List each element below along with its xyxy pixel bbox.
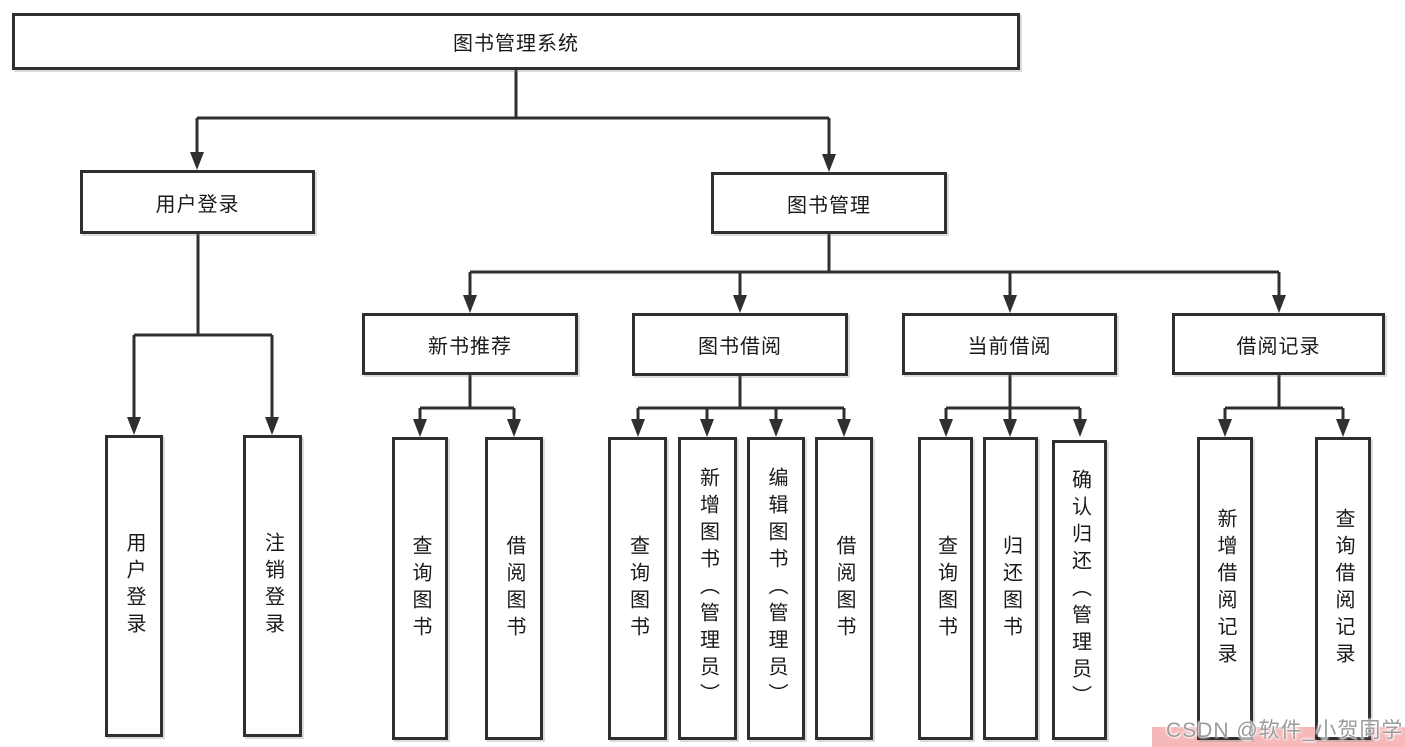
leaf-logout: 注销登录 xyxy=(243,435,302,737)
node-book-management: 图书管理 xyxy=(711,172,947,234)
leaf-edit-book-admin: 编辑图书（管理员） xyxy=(747,437,805,740)
node-user-login: 用户登录 xyxy=(80,170,315,234)
node-borrow-records: 借阅记录 xyxy=(1172,313,1385,375)
node-current-borrow: 当前借阅 xyxy=(902,313,1117,375)
leaf-borrow-book-2: 借阅图书 xyxy=(815,437,873,740)
watermark-text: CSDN @软件_小贺同学 xyxy=(1166,719,1404,742)
node-root: 图书管理系统 xyxy=(12,13,1020,70)
node-book-borrow: 图书借阅 xyxy=(632,313,848,376)
leaf-user-login: 用户登录 xyxy=(105,435,163,737)
leaf-query-book-1: 查询图书 xyxy=(392,437,448,740)
leaf-add-book-admin: 新增图书（管理员） xyxy=(678,437,737,740)
leaf-return-book: 归还图书 xyxy=(983,437,1038,740)
leaf-confirm-return-admin: 确认归还（管理员） xyxy=(1052,440,1107,740)
leaf-borrow-book-1: 借阅图书 xyxy=(485,437,543,740)
leaf-query-borrow-record: 查询借阅记录 xyxy=(1315,437,1371,740)
leaf-add-borrow-record: 新增借阅记录 xyxy=(1197,437,1253,740)
leaf-query-book-3: 查询图书 xyxy=(918,437,973,740)
leaf-query-book-2: 查询图书 xyxy=(608,437,667,740)
node-new-book-recommend: 新书推荐 xyxy=(362,313,578,375)
